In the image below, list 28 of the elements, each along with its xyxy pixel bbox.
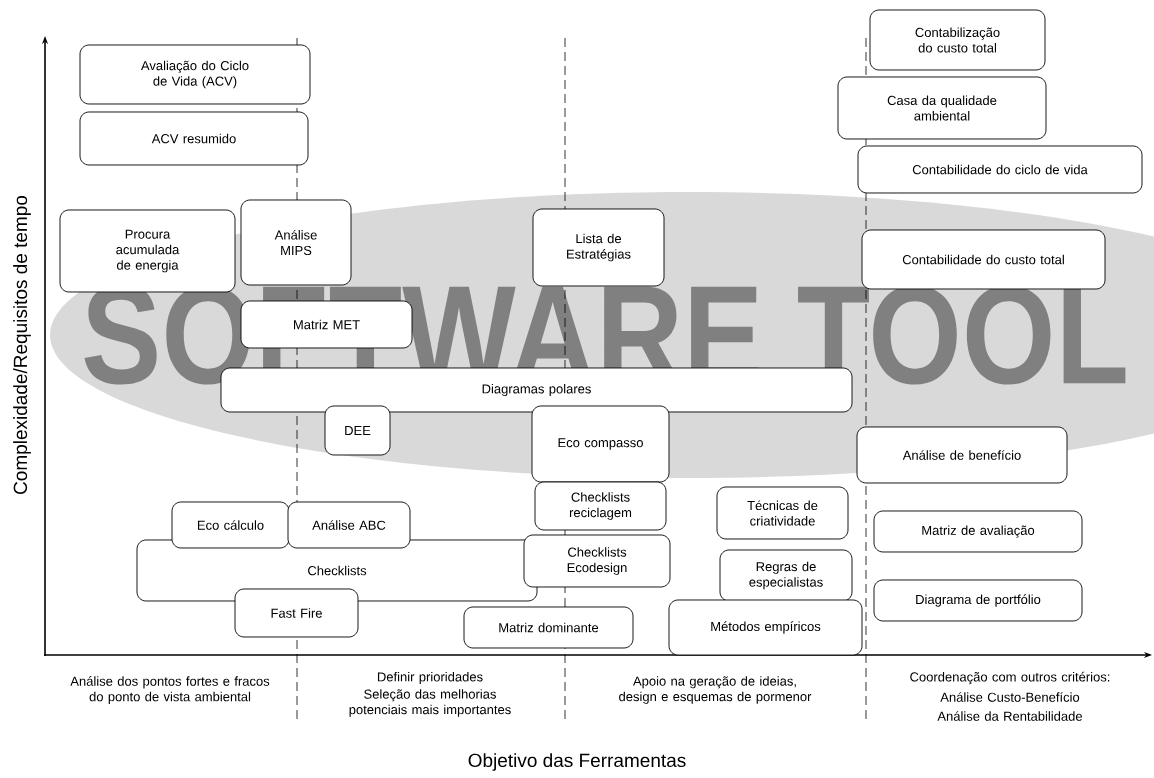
- column-label: Apoio na geração de ideias, design e esquemas de pormenor: [619, 676, 812, 704]
- tool-box: Checklists reciclagem: [534, 481, 667, 531]
- tool-box: Matriz de avaliação: [873, 510, 1083, 553]
- tool-box: Fast Fire: [234, 588, 359, 638]
- tool-box: Eco cálculo: [171, 501, 290, 549]
- column-label: Análise dos pontos fortes e fracos do ponto de vista ambiental: [70, 676, 270, 704]
- tool-box: Métodos empíricos: [668, 599, 863, 656]
- column-label: Definir prioridades: [377, 671, 483, 685]
- tool-box: Técnicas de criatividade: [716, 486, 849, 540]
- column-label: Seleção das melhorias potenciais mais importantes: [349, 689, 511, 717]
- tool-box: Diagrama de portfólio: [873, 579, 1083, 622]
- tool-box: ACV resumido: [79, 111, 309, 166]
- tool-box: Checklists Ecodesign: [523, 534, 671, 588]
- axis-title: Objetivo das Ferramentas: [468, 753, 686, 771]
- tool-box: Casa da qualidade ambiental: [837, 76, 1047, 140]
- tool-box: Regras de especialistas: [719, 549, 853, 602]
- tool-box: Análise ABC: [287, 501, 411, 549]
- tool-box: Contabilidade do ciclo de vida: [857, 145, 1143, 194]
- tool-box: Lista de Estratégias: [532, 208, 665, 287]
- tool-box: Procura acumulada de energia: [59, 209, 236, 293]
- column-label: Coordenação com outros critérios:: [910, 671, 1110, 685]
- column-label: Análise da Rentabilidade: [937, 711, 1082, 721]
- tool-box: Matriz dominante: [463, 606, 634, 649]
- column-label: Análise Custo-Benefício: [940, 692, 1080, 702]
- axis-title: Complexidade/Requisitos de tempo: [13, 195, 31, 494]
- tool-box: Contabilização do custo total: [869, 9, 1046, 71]
- tool-box: Análise de benefício: [856, 426, 1068, 484]
- tool-box: Avaliação do Ciclo de Vida (ACV): [79, 44, 311, 105]
